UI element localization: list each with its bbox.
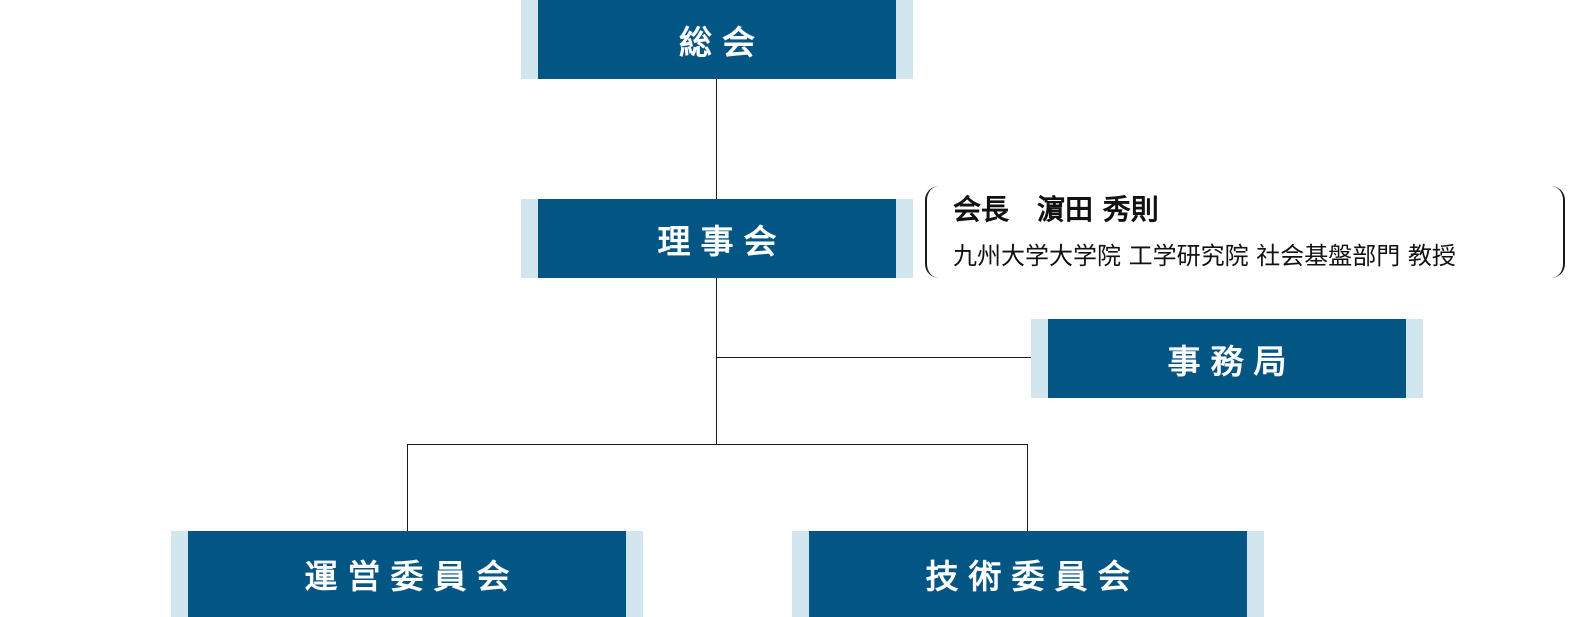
board-label: 理事会 <box>538 199 896 278</box>
connector-board-trunk <box>716 278 717 445</box>
board-chair-name: 会長 濵田 秀則 <box>953 193 1159 226</box>
board-chair-affiliation: 九州大学大学院 工学研究院 社会基盤部門 教授 <box>953 242 1456 270</box>
technical-committee-box: 技術委員会 <box>792 531 1264 617</box>
general-meeting-box: 総会 <box>521 0 913 79</box>
connector-to-technical-committee <box>1027 444 1028 532</box>
connector-committee-bar <box>407 444 1028 445</box>
steering-committee-label: 運営委員会 <box>188 531 626 617</box>
connector-to-steering-committee <box>407 444 408 532</box>
secretariat-label: 事務局 <box>1048 319 1406 398</box>
steering-committee-box: 運営委員会 <box>171 531 643 617</box>
technical-committee-label: 技術委員会 <box>809 531 1247 617</box>
general-meeting-label: 総会 <box>538 0 896 79</box>
board-box: 理事会 <box>521 199 913 278</box>
board-chair-note: 会長 濵田 秀則 九州大学大学院 工学研究院 社会基盤部門 教授 <box>925 186 1565 278</box>
connector-to-secretariat <box>716 357 1032 358</box>
secretariat-box: 事務局 <box>1031 319 1423 398</box>
connector-general-to-board <box>716 79 717 199</box>
